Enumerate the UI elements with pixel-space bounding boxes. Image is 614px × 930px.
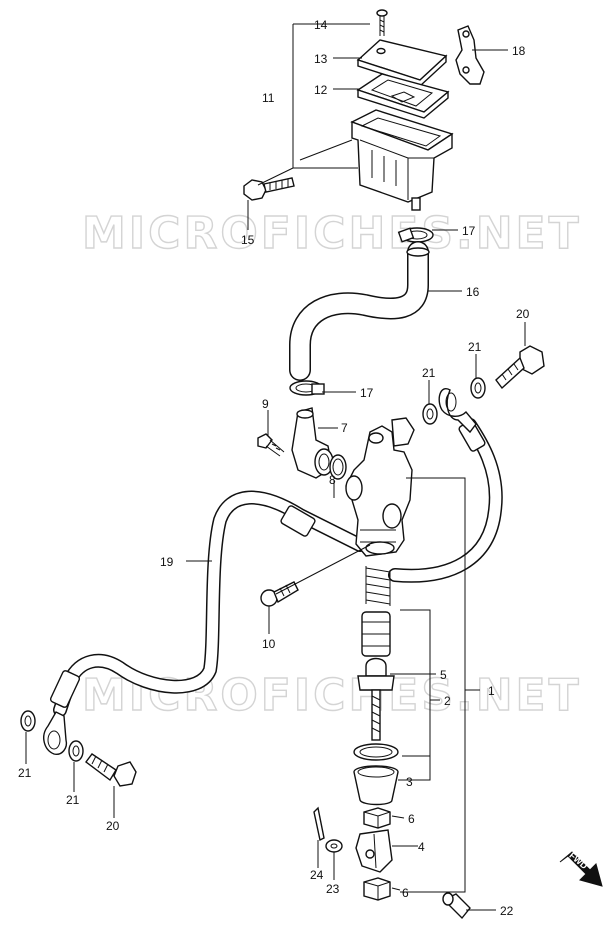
callout-12: 12 (314, 83, 328, 97)
callout-3: 3 (406, 775, 413, 789)
callout-20-right: 20 (516, 307, 530, 321)
callout-1: 1 (488, 684, 495, 698)
watermark-top: MICROFICHES.NET (82, 208, 582, 259)
reservoir-hose (289, 241, 430, 381)
callout-9: 9 (262, 397, 269, 411)
o-ring (329, 454, 347, 480)
circlip (353, 743, 399, 761)
reservoir-diaphragm (356, 73, 450, 119)
reservoir-tank (350, 109, 454, 211)
callout-17-upper: 17 (462, 224, 476, 238)
connector-screw (257, 433, 285, 457)
union-bolt-left (85, 753, 137, 787)
callout-7: 7 (341, 421, 348, 435)
watermark-bottom: MICROFICHES.NET (82, 670, 582, 721)
mounting-bolt (260, 581, 299, 607)
hose-clamp-lower (289, 380, 325, 396)
callout-21-left-lower: 21 (66, 793, 80, 807)
piston-assembly (361, 611, 391, 657)
cotter-pin (313, 806, 325, 842)
reservoir-bolt (243, 177, 295, 201)
reservoir-screw (376, 9, 388, 36)
callout-14: 14 (314, 18, 328, 32)
brake-hose-right (388, 418, 503, 583)
callout-17-lower: 17 (360, 386, 374, 400)
union-bolt-right (495, 345, 545, 390)
leader-lines (25, 23, 526, 911)
banjo-fitting-left (43, 711, 68, 755)
reservoir-cap (356, 39, 448, 87)
clevis-washer (325, 839, 343, 853)
callout-2: 2 (444, 694, 451, 708)
callout-6-upper: 6 (408, 812, 415, 826)
master-cylinder-body (345, 417, 415, 557)
callout-18: 18 (512, 44, 526, 58)
callout-21-right-upper: 21 (468, 340, 482, 354)
callout-6-lower: 6 (402, 886, 409, 900)
washer-21-a (422, 403, 438, 425)
callout-15: 15 (241, 233, 255, 247)
callout-13: 13 (314, 52, 328, 66)
callout-16: 16 (466, 285, 480, 299)
brake-hose-left (49, 490, 367, 717)
lock-nut-upper (363, 807, 391, 829)
callout-20-left: 20 (106, 819, 120, 833)
callouts: 14 13 12 11 18 15 17 16 20 21 21 17 9 7 … (18, 18, 530, 918)
lock-nut-lower (363, 877, 391, 901)
callout-8: 8 (329, 473, 336, 487)
callout-11: 11 (262, 91, 275, 105)
callout-4: 4 (418, 840, 425, 854)
washer-21-b (470, 377, 486, 399)
callout-23: 23 (326, 882, 340, 896)
piston-spring (365, 566, 391, 606)
clevis-pin (442, 892, 471, 920)
dust-boot (353, 765, 399, 806)
forward-direction-indicator: FWD (559, 850, 603, 887)
hose-connector-elbow (291, 407, 334, 479)
callout-24: 24 (310, 868, 324, 882)
push-rod (357, 657, 395, 741)
washer-21-d (68, 740, 84, 762)
callout-22: 22 (500, 904, 514, 918)
callout-10: 10 (262, 637, 276, 651)
rod-clevis (355, 829, 393, 873)
callout-21-left: 21 (18, 766, 32, 780)
banjo-fitting-right (438, 388, 477, 434)
reservoir-bracket (455, 25, 485, 85)
callout-19: 19 (160, 555, 174, 569)
hose-clamp-upper (397, 227, 434, 243)
callout-5: 5 (440, 668, 447, 682)
washer-21-c (20, 710, 36, 732)
callout-21-right: 21 (422, 366, 436, 380)
